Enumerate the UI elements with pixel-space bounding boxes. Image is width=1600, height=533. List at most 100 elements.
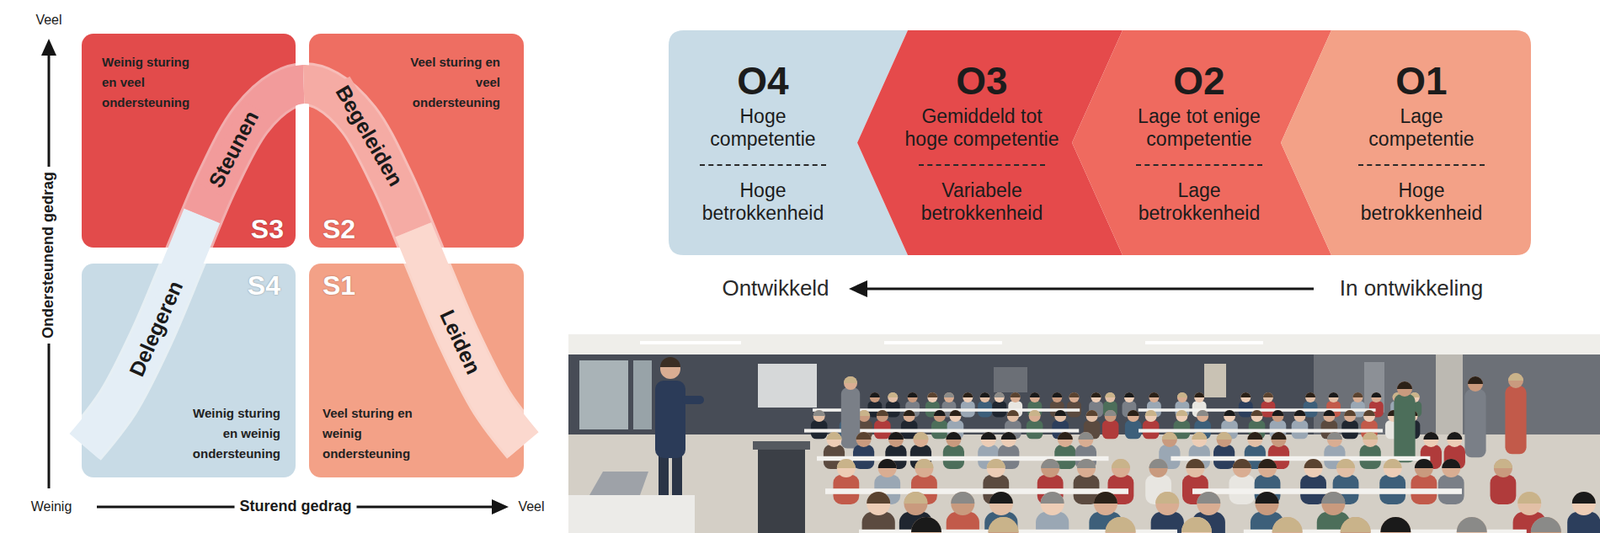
audience-member — [1572, 491, 1596, 504]
audience-member — [1104, 392, 1115, 403]
audience-member — [1530, 517, 1562, 533]
audience-member — [826, 432, 842, 448]
audience-member — [1185, 458, 1205, 478]
audience-member — [1265, 517, 1308, 533]
audience-member — [1340, 517, 1371, 533]
audience-member — [853, 432, 875, 470]
audience-member — [986, 458, 1006, 469]
audience-member — [1423, 432, 1439, 440]
audience-member — [1272, 517, 1303, 533]
wall-poster — [1204, 363, 1227, 398]
audience-member — [1093, 491, 1118, 516]
audience-member — [1124, 392, 1135, 403]
audience-member — [1247, 432, 1263, 448]
audience-member — [1007, 410, 1019, 416]
audience-member — [876, 410, 889, 416]
audience-member — [1525, 517, 1568, 533]
audience-member — [1517, 491, 1542, 516]
audience-member — [1035, 491, 1069, 533]
audience-member — [1057, 432, 1073, 448]
audience-member — [933, 410, 946, 422]
audience-member — [1066, 392, 1082, 417]
chevron-content: O4Hoge competentieHoge betrokkenheid — [661, 30, 864, 256]
audience-member — [1175, 517, 1218, 533]
audience-member — [1057, 432, 1073, 440]
audience-member — [1251, 410, 1264, 416]
audience-member — [1251, 410, 1264, 422]
audience-member — [1362, 432, 1378, 448]
audience-member — [950, 491, 975, 504]
audience-member — [1508, 373, 1524, 381]
audience-member — [843, 376, 858, 384]
audience-member — [1051, 392, 1062, 403]
audience-member — [1321, 491, 1345, 516]
audience-member — [1270, 432, 1286, 448]
audience-member — [944, 392, 955, 403]
audience-member — [914, 458, 934, 469]
arrow-line — [865, 288, 1314, 291]
arrow-head — [41, 38, 57, 56]
audience-member — [944, 392, 955, 398]
audience-member — [943, 432, 965, 470]
audience-member — [887, 392, 898, 398]
audience-member — [1145, 410, 1158, 422]
arrow-head — [848, 280, 868, 298]
audience-member — [977, 392, 992, 417]
audience-member — [1321, 491, 1345, 504]
audience-member — [1102, 420, 1120, 439]
audience-member — [1255, 491, 1280, 504]
audience-member — [813, 410, 826, 422]
whiteboard — [757, 363, 817, 408]
audience-member — [1464, 376, 1486, 458]
curve-segment — [84, 84, 524, 447]
audience-member — [1271, 410, 1284, 416]
audience-member — [1327, 432, 1343, 448]
audience-member — [912, 432, 928, 448]
audience-member — [949, 410, 961, 416]
audience-member — [1223, 410, 1236, 416]
audience-member — [1450, 517, 1494, 533]
audience-photo — [568, 334, 1600, 533]
style-description: Weinig sturing en weinig ondersteuning — [179, 403, 281, 464]
dashed-divider — [1136, 164, 1263, 166]
audience-member — [1423, 432, 1439, 448]
audience-member — [1196, 410, 1209, 416]
audience-member — [1127, 410, 1140, 416]
scale-end: Ontwikkeld — [716, 275, 834, 302]
audience-member — [1127, 410, 1140, 422]
audience-member — [888, 432, 904, 440]
audience-member — [946, 491, 980, 533]
audience-member — [1293, 410, 1306, 416]
competence-level: Gemiddeld tot hoge competentie — [901, 105, 1063, 151]
audience-member — [1263, 392, 1274, 398]
leadership-curve — [0, 0, 590, 533]
audience-member — [837, 458, 856, 469]
audience-member — [1181, 517, 1212, 533]
audience-member — [869, 392, 880, 403]
audience-member — [907, 392, 918, 403]
audience-member — [1293, 410, 1306, 422]
audience-member — [1077, 458, 1096, 478]
audience-member — [1175, 410, 1188, 422]
audience-member — [1111, 458, 1131, 469]
ceiling-light — [1145, 341, 1264, 345]
audience-member — [1196, 491, 1221, 504]
table — [816, 456, 1110, 461]
audience-member — [856, 432, 872, 448]
ceiling-light — [640, 341, 742, 345]
audience-member — [843, 376, 858, 390]
audience-member — [1363, 410, 1376, 422]
audience-member — [1001, 432, 1017, 440]
audience-member — [1026, 410, 1044, 439]
dashed-divider — [918, 164, 1046, 166]
audience-member — [992, 392, 1007, 417]
audience-member — [1149, 458, 1168, 478]
curve-halo — [84, 84, 524, 447]
audience-member — [1380, 517, 1411, 533]
audience-member — [1029, 392, 1040, 403]
audience-member — [1091, 392, 1102, 403]
style-description: Veel sturing en veel ondersteuning — [399, 52, 501, 113]
audience-member — [1029, 410, 1041, 416]
audience-member — [1393, 394, 1415, 463]
audience-member — [1077, 432, 1094, 440]
